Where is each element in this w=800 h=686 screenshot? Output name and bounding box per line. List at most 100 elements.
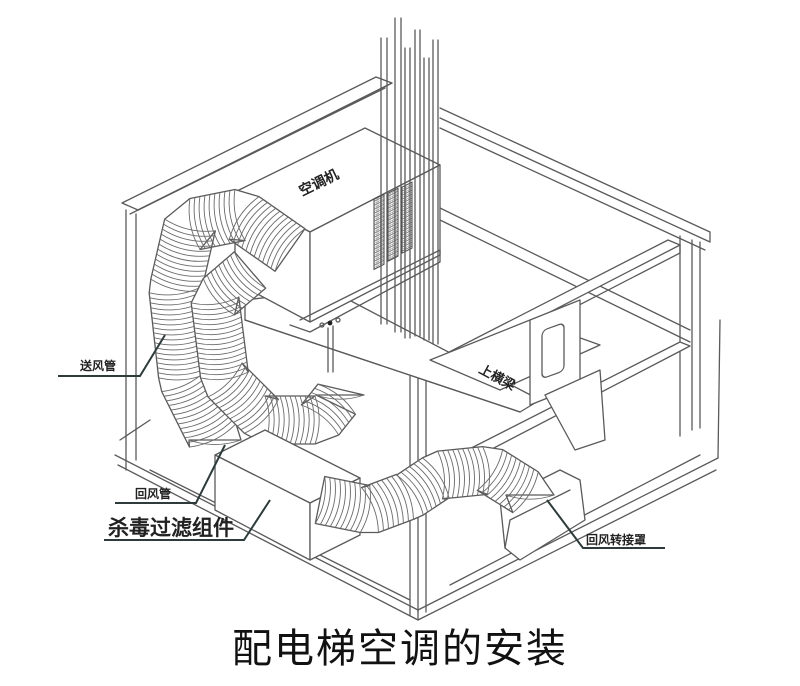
duct-rib	[391, 475, 409, 522]
duct-rib	[230, 254, 262, 292]
duct-rib	[197, 346, 246, 356]
duct-rib	[233, 251, 266, 289]
duct-rib	[188, 198, 201, 250]
duct-rib	[371, 483, 389, 529]
duct-rib	[198, 196, 211, 248]
duct-rib	[499, 463, 526, 505]
duct-rib	[311, 392, 350, 423]
duct-rib	[413, 463, 441, 504]
duct-rib	[400, 471, 429, 513]
duct-rib	[200, 371, 249, 381]
duct-rib	[213, 193, 226, 245]
duct-rib	[228, 190, 241, 242]
leader-line	[546, 499, 665, 549]
duct-rib	[210, 271, 243, 309]
duct-rib	[196, 341, 245, 351]
duct-rib	[152, 268, 204, 282]
duct-rib	[237, 202, 268, 246]
duct-rib	[457, 448, 465, 497]
duct-rib	[307, 396, 346, 427]
duct-rib	[240, 395, 276, 431]
duct-rib	[196, 336, 245, 346]
leader-line	[115, 444, 226, 504]
duct-rib	[241, 205, 272, 249]
duct-rib	[512, 471, 539, 513]
duct-rib	[198, 356, 247, 366]
duct-rib	[222, 261, 255, 299]
duct-rib	[490, 457, 517, 500]
duct-rib	[197, 351, 246, 361]
duct-rib	[447, 449, 455, 498]
duct-rib	[294, 395, 300, 445]
duct-rib	[194, 326, 243, 336]
duct-rib	[314, 476, 326, 524]
duct-rib	[339, 481, 351, 529]
duct-rib	[289, 395, 295, 445]
duct-rib	[304, 400, 343, 432]
duct-rib	[317, 383, 356, 415]
duct-rib	[211, 366, 247, 402]
duct-rib	[476, 449, 504, 491]
label-disinfection-filter: 杀毒过滤组件	[104, 499, 271, 541]
leader-line	[58, 334, 166, 377]
duct-rib	[232, 199, 264, 243]
duct-rib	[361, 487, 379, 533]
duct-rib	[349, 483, 361, 531]
duct-rib	[192, 311, 241, 321]
duct-rib	[208, 194, 221, 246]
label-text: 送风管	[79, 358, 116, 373]
duct-rib	[236, 391, 272, 427]
duct-rib	[245, 207, 277, 252]
duct-rib	[191, 296, 240, 306]
duct-rib	[162, 228, 214, 242]
duct-rib	[315, 394, 365, 400]
duct-rib	[329, 479, 341, 527]
duct-rib	[505, 494, 555, 500]
duct-rib	[195, 331, 244, 341]
duct-rib	[199, 361, 248, 371]
duct-rib	[404, 468, 433, 510]
duct-rib	[386, 477, 404, 524]
duct-rib	[194, 321, 243, 331]
duct-rib	[309, 395, 315, 445]
car-frame-back	[121, 76, 711, 471]
duct-rib	[151, 273, 203, 287]
duct-rib	[304, 395, 310, 445]
duct-rib	[266, 222, 297, 266]
duct-rib	[396, 474, 414, 520]
leader-line	[104, 499, 271, 541]
duct-rib	[503, 466, 530, 508]
duct-rib	[417, 460, 446, 501]
duct-rib	[202, 278, 235, 316]
duct-rib	[215, 370, 250, 405]
vertical-pipes	[380, 17, 439, 345]
diagram-caption: 配电梯空调的安装	[232, 626, 568, 672]
duct-rib	[218, 373, 254, 409]
duct-rib	[324, 478, 336, 526]
label-text: 回风转接罩	[586, 532, 646, 547]
duct-rib	[485, 455, 513, 497]
duct-rib	[437, 450, 445, 499]
duct-rib	[334, 480, 346, 528]
label-supply-duct: 送风管	[58, 334, 166, 377]
duct-rib	[149, 286, 202, 296]
duct-rib	[214, 268, 247, 306]
duct-rib	[223, 191, 236, 243]
duct-rib	[284, 395, 290, 445]
duct-rib	[299, 395, 305, 445]
label-return-duct: 回风管	[115, 444, 226, 504]
duct-rib	[442, 450, 450, 499]
duct-rib	[244, 399, 279, 434]
duct-rib	[253, 213, 285, 257]
duct-rib	[233, 189, 246, 241]
duct-rib	[482, 446, 490, 495]
duct-rib	[218, 264, 251, 302]
duct-rib	[163, 223, 215, 237]
duct-rib	[481, 452, 508, 494]
label-return-adapter-hood: 回风转接罩	[546, 499, 665, 549]
duct-rib	[158, 243, 210, 257]
duct-rib	[508, 468, 535, 511]
duct-rib	[157, 248, 209, 262]
duct-rib	[164, 218, 216, 232]
duct-rib	[422, 457, 450, 498]
